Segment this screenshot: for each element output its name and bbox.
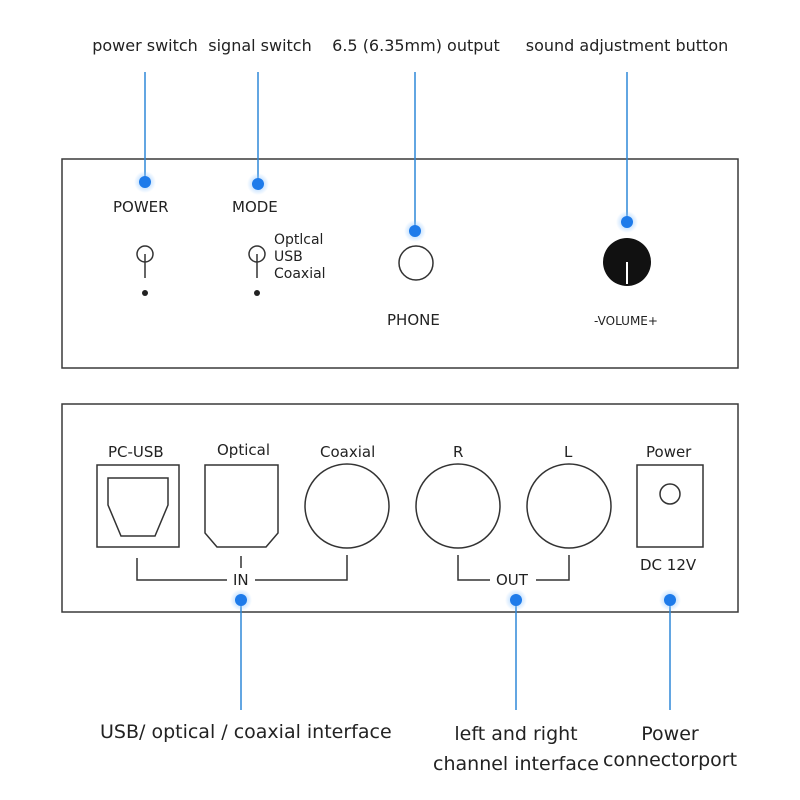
rear-in-label: IN	[233, 571, 249, 589]
rear-dc-label: DC 12V	[640, 556, 697, 574]
front-phone-label: PHONE	[387, 311, 440, 329]
front-panel	[61, 158, 739, 369]
coaxial-port-icon	[304, 463, 390, 549]
callout-outputs-line1: left and right	[454, 723, 578, 745]
right-channel-port-icon	[415, 463, 501, 549]
rear-right-label: R	[453, 443, 464, 461]
callout-power-line1: Power	[641, 723, 699, 745]
callout-inputs: USB/ optical / coaxial interface	[100, 721, 392, 743]
front-volume-label: -VOLUME+	[594, 314, 658, 328]
rear-left-label: L	[564, 443, 573, 461]
marker-dot-power	[134, 171, 156, 193]
rear-optical-label: Optical	[217, 441, 270, 459]
volume-knob-icon	[603, 238, 651, 286]
rear-coaxial-label: Coaxial	[320, 443, 376, 461]
callout-outputs-line2: channel interface	[433, 753, 599, 775]
callout-sound-adjustment: sound adjustment button	[525, 36, 729, 55]
power-switch-icon	[136, 245, 154, 296]
front-mode-label: MODE	[232, 198, 278, 216]
callout-power-line2: connectorport	[602, 749, 738, 771]
marker-dot-power-port	[659, 589, 681, 611]
mode-option-coaxial: Coaxial	[274, 266, 326, 282]
marker-dot-outputs	[505, 589, 527, 611]
front-power-label: POWER	[113, 198, 169, 216]
marker-dot-phone	[404, 220, 426, 242]
mode-switch-icon	[248, 245, 266, 296]
dc-power-port-icon	[636, 464, 704, 548]
marker-dot-volume	[616, 211, 638, 233]
mode-option-optical: Optlcal	[274, 232, 324, 248]
optical-port-icon	[204, 464, 279, 548]
rear-pc-usb-label: PC-USB	[108, 443, 164, 461]
rear-out-label: OUT	[496, 571, 528, 589]
callout-signal-switch: signal switch	[208, 36, 312, 55]
usb-b-port-icon	[96, 464, 180, 548]
marker-dot-mode	[247, 173, 269, 195]
mode-option-usb: USB	[274, 249, 303, 265]
rear-panel	[61, 403, 739, 613]
rear-power-label: Power	[646, 443, 692, 461]
callout-power-switch: power switch	[92, 36, 198, 55]
left-channel-port-icon	[526, 463, 612, 549]
marker-dot-inputs	[230, 589, 252, 611]
in-bracket	[136, 555, 348, 581]
callout-phone-output: 6.5 (6.35mm) output	[332, 36, 500, 55]
out-bracket	[457, 555, 570, 581]
phone-jack-icon	[398, 245, 434, 281]
